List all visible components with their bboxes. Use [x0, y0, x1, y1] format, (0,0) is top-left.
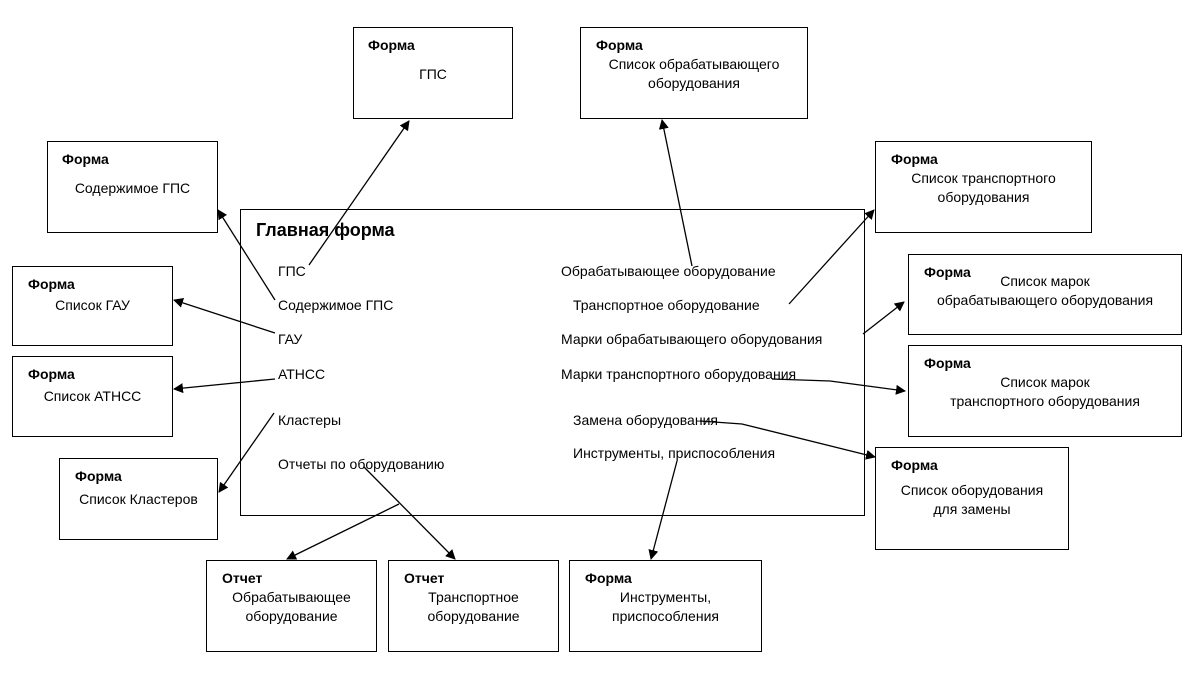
box-kind-label: Форма: [75, 468, 122, 484]
box-description: Список АТНСС: [43, 388, 142, 404]
form-gps-contents: Форма Содержимое ГПС: [47, 141, 218, 233]
form-atnss-list: Форма Список АТНСС: [12, 356, 173, 437]
menu-item-processing-equipment[interactable]: Обрабатывающее оборудование: [561, 263, 776, 279]
arrow-processing-brands: [862, 301, 905, 335]
box-description: Инструменты, приспособления: [612, 589, 719, 624]
box-description: Список оборудования для замены: [900, 482, 1044, 517]
menu-item-clusters[interactable]: Кластеры: [278, 412, 341, 428]
box-kind-label: Форма: [891, 151, 938, 167]
menu-item-gps[interactable]: ГПС: [278, 263, 306, 279]
box-kind-label: Форма: [62, 151, 109, 167]
box-description: ГПС: [419, 66, 447, 82]
form-tools-fixtures: Форма Инструменты, приспособления: [569, 560, 762, 652]
form-transport-brands-list: Форма Список марок транспортного оборудо…: [908, 345, 1182, 437]
form-gps: Форма ГПС: [353, 27, 513, 119]
box-description: Список марок обрабатывающего оборудовани…: [936, 273, 1154, 308]
form-gau-list: Форма Список ГАУ: [12, 266, 173, 346]
box-description: Список обрабатывающего оборудования: [608, 56, 780, 91]
box-kind-label: Форма: [924, 264, 971, 280]
menu-item-transport-equipment[interactable]: Транспортное оборудование: [573, 297, 760, 313]
form-transport-equipment-list: Форма Список транспортного оборудования: [875, 141, 1092, 233]
box-description: Содержимое ГПС: [74, 180, 191, 196]
box-kind-label: Отчет: [404, 570, 445, 586]
menu-item-equipment-reports[interactable]: Отчеты по оборудованию: [278, 456, 445, 472]
box-description: Транспортное оборудование: [427, 589, 520, 624]
box-kind-label: Форма: [28, 276, 75, 292]
menu-item-gau[interactable]: ГАУ: [278, 331, 303, 347]
box-kind-label: Форма: [891, 457, 938, 473]
menu-item-processing-brands[interactable]: Марки обрабатывающего оборудования: [561, 331, 823, 347]
box-kind-label: Форма: [924, 355, 971, 371]
report-processing-equipment: Отчет Обрабатывающее оборудование: [206, 560, 377, 652]
menu-item-tools-fixtures[interactable]: Инструменты, приспособления: [573, 445, 776, 461]
form-clusters-list: Форма Список Кластеров: [59, 458, 218, 540]
box-kind-label: Форма: [596, 37, 643, 53]
menu-item-equipment-replacement[interactable]: Замена оборудования: [573, 412, 718, 428]
report-transport-equipment: Отчет Транспортное оборудование: [388, 560, 559, 652]
box-description: Список ГАУ: [55, 297, 130, 313]
box-description: Список Кластеров: [79, 491, 198, 507]
menu-item-atnss[interactable]: АТНСС: [278, 366, 326, 382]
box-description: Обрабатывающее оборудование: [232, 589, 351, 624]
form-processing-brands-list: Форма Список марок обрабатывающего обору…: [908, 254, 1182, 335]
menu-item-transport-brands[interactable]: Марки транспортного оборудования: [561, 366, 797, 382]
main-form-title: Главная форма: [256, 220, 395, 240]
menu-item-gps-contents[interactable]: Содержимое ГПС: [278, 297, 394, 313]
box-kind-label: Форма: [28, 366, 75, 382]
form-processing-equipment-list: Форма Список обрабатывающего оборудовани…: [580, 27, 808, 119]
box-kind-label: Форма: [585, 570, 632, 586]
box-kind-label: Форма: [368, 37, 415, 53]
box-description: Список марок транспортного оборудования: [950, 374, 1140, 409]
box-description: Список транспортного оборудования: [911, 170, 1056, 205]
box-kind-label: Отчет: [222, 570, 263, 586]
form-replacement-equipment-list: Форма Список оборудования для замены: [875, 447, 1069, 550]
